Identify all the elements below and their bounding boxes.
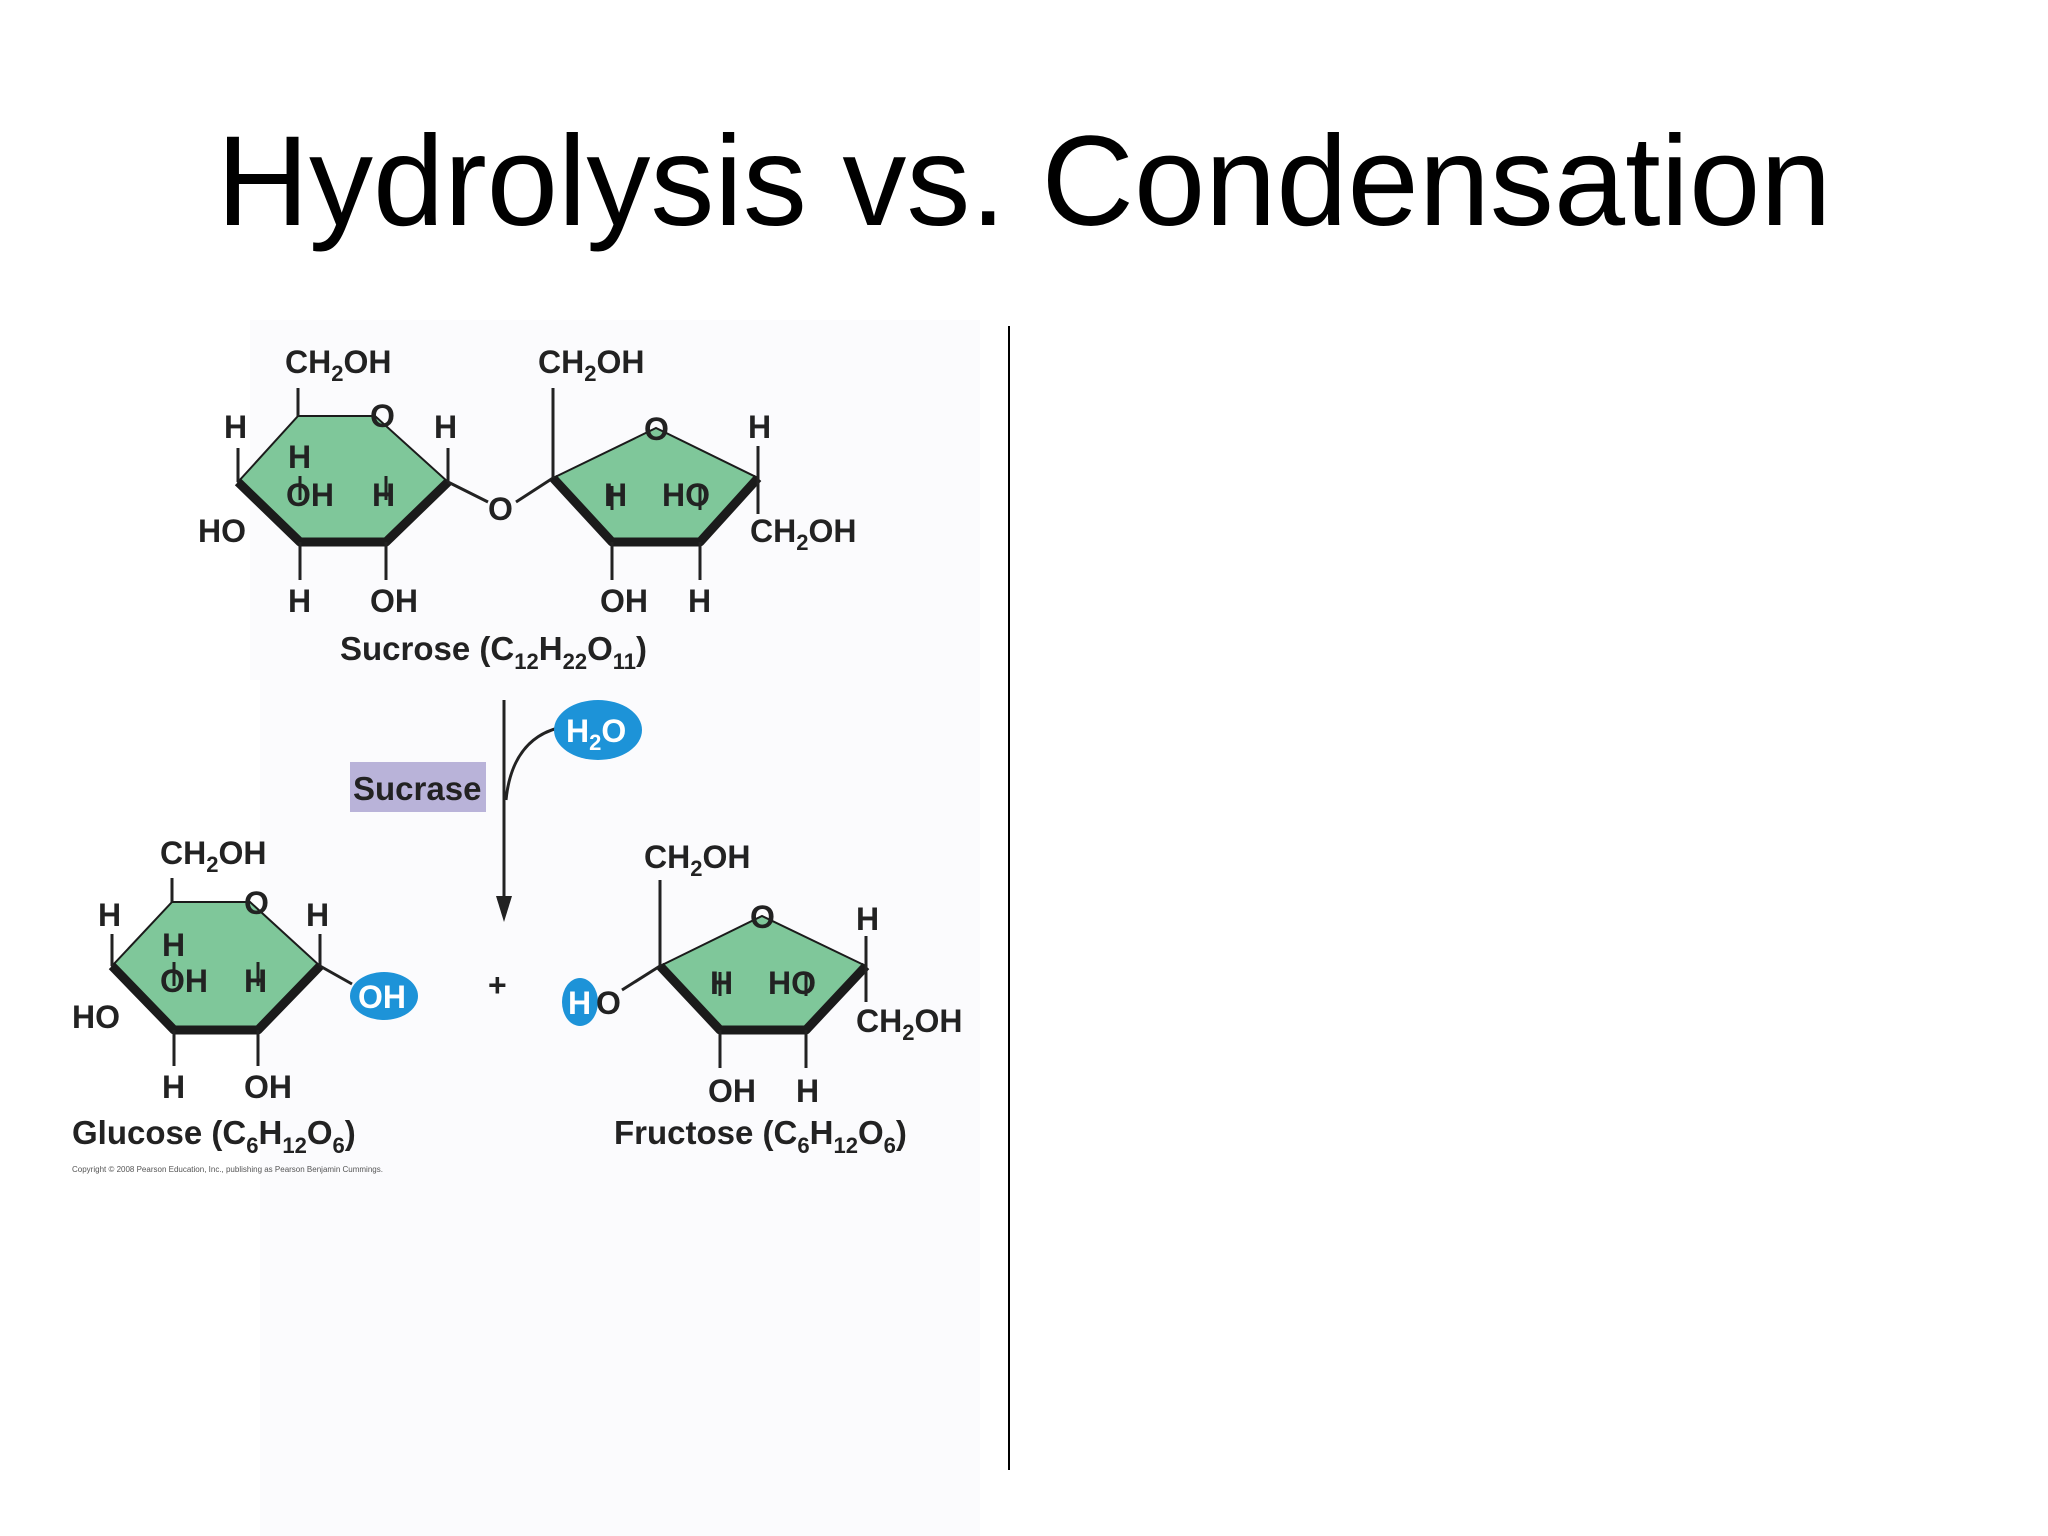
fructose-h-c3: H [710,965,733,1001]
glucose-released-oh [350,972,418,1020]
sucrose-h-fructose-down: H [688,583,711,619]
sucrose-h-c4-down: H [288,583,311,619]
glucose-molecule: CH2OH O H H H OH H HO H OH OH Glucose (C… [72,835,418,1174]
sucrose-ring-oxygen-right: O [644,411,669,447]
glucose-ho-c4: HO [72,999,120,1035]
sucrose-oh-c2: OH [370,583,418,619]
glucose-h-c5: H [98,897,121,933]
svg-text:OH: OH [358,979,406,1015]
sucrose-h-fructose-c3: H [604,477,627,513]
glucose-ring-oxygen: O [244,885,269,921]
fructose-label: Fructose (C6H12O6) [614,1114,907,1158]
enzyme-label: Sucrase [350,762,486,812]
slide-title: Hydrolysis vs. Condensation [216,110,1832,253]
sucrose-ho-c4: HO [198,513,246,549]
sucrose-ch2oh-fructose-c5: CH2OH [750,513,856,555]
fructose-h-down: H [796,1073,819,1109]
sucrose-oh-fructose-down: OH [600,583,648,619]
sucrose-ho-fructose: HO [662,477,710,513]
fructose-ch2oh-top: CH2OH [644,839,750,881]
glucose-label: Glucose (C6H12O6) [72,1114,356,1158]
sucrose-h-fructose-top: H [748,409,771,445]
sucrose-label: Sucrose (C12H22O11) [340,630,647,674]
sucrose-h-c5: H [224,409,247,445]
copyright-notice: Copyright © 2008 Pearson Education, Inc.… [72,1165,383,1174]
fructose-released-h [562,978,598,1026]
svg-text:H2O: H2O [566,713,626,755]
fructose-oh-down: OH [708,1073,756,1109]
plus-sign: + [488,967,507,1003]
glucose-h-c4-down: H [162,1069,185,1105]
sucrose-h-c2: H [372,477,395,513]
fructose-released-o: O [596,985,621,1021]
fructose-ch2oh-c5: CH2OH [856,1003,962,1045]
sucrose-molecule: CH2OH O H H H OH H HO H OH O CH2OH O H H… [198,344,856,674]
glucose-h-c1: H [306,897,329,933]
svg-text:H: H [568,985,591,1021]
glucose-h-c4-up: H [162,927,185,963]
sucrose-h-c1: H [434,409,457,445]
fructose-ho-c4: HO [768,965,816,1001]
sucrose-ch2oh-left: CH2OH [285,344,391,386]
glucose-ch2oh: CH2OH [160,835,266,877]
glucose-oh-c3: OH [160,963,208,999]
sucrose-h-c4-up: H [288,439,311,475]
glucose-oh-c2: OH [244,1069,292,1105]
reaction-arrow [496,700,559,922]
sucrose-ch2oh-right: CH2OH [538,344,644,386]
sucrose-oh-c3: OH [286,477,334,513]
fructose-h-top: H [856,901,879,937]
glucose-h-c2: H [244,963,267,999]
sucrose-glycosidic-oxygen: O [488,491,513,527]
fructose-ring-oxygen: O [750,899,775,935]
fructose-molecule: CH2OH O H H HO CH2OH OH H H O Fructose (… [562,839,962,1158]
column-divider [1008,326,1010,1470]
svg-text:Sucrase: Sucrase [353,770,481,807]
water-molecule: H2O [554,700,642,760]
sucrose-ring-oxygen-left: O [370,398,395,434]
